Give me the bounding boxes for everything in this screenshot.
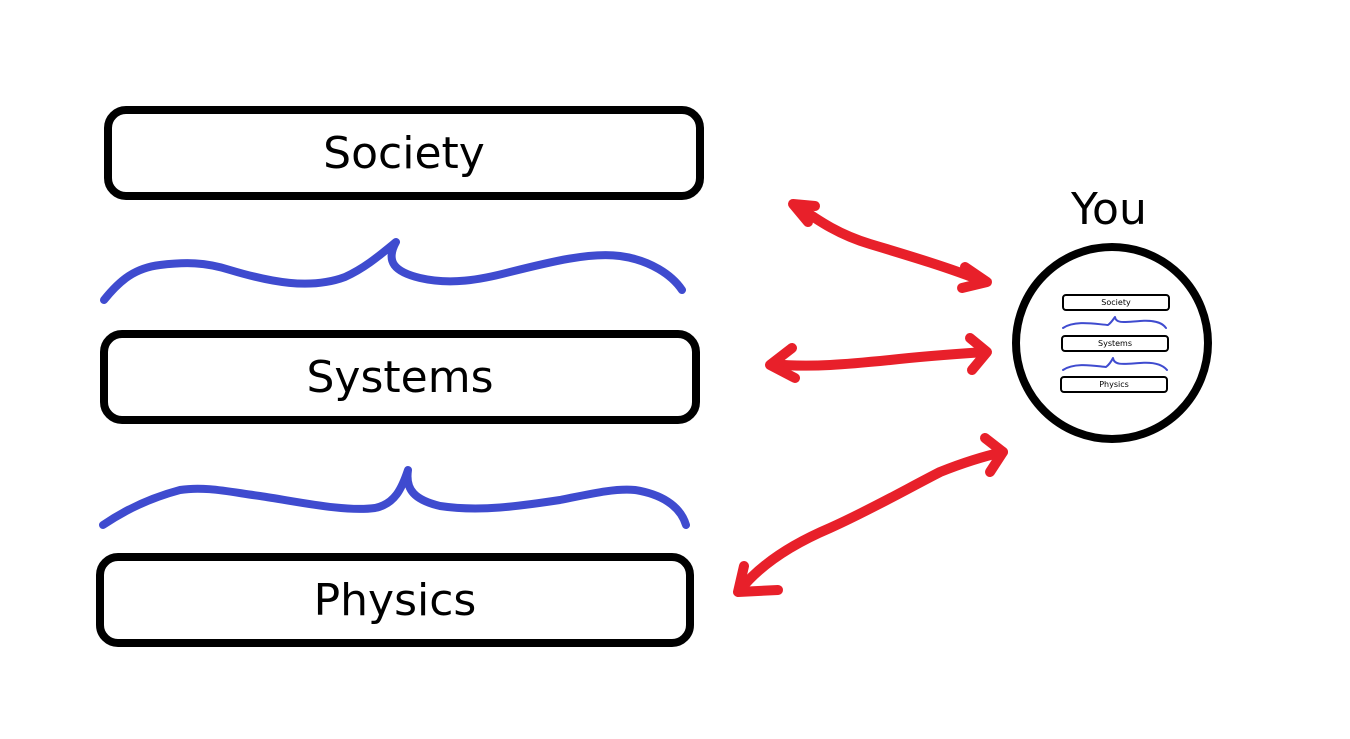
mini-systems-label: Systems [1098, 339, 1132, 348]
you-label: You [1071, 184, 1147, 235]
mini-society-label: Society [1101, 298, 1131, 307]
mini-brace-1 [1062, 316, 1167, 329]
mini-society-box: Society [1062, 294, 1170, 311]
systems-label: Systems [306, 351, 494, 403]
mini-physics-label: Physics [1099, 380, 1129, 389]
society-label: Society [323, 127, 485, 179]
physics-label: Physics [313, 574, 477, 626]
mini-physics-box: Physics [1060, 376, 1168, 393]
mini-systems-box: Systems [1061, 335, 1169, 352]
mini-brace-2 [1062, 357, 1168, 371]
brace-society-systems [100, 238, 686, 304]
arrow-society-you [788, 199, 992, 293]
arrow-systems-you [765, 333, 992, 383]
physics-box: Physics [96, 553, 694, 647]
arrow-physics-you [733, 433, 1008, 597]
systems-box: Systems [100, 330, 700, 424]
brace-systems-physics [99, 466, 690, 529]
you-circle [1012, 243, 1212, 443]
society-box: Society [104, 106, 704, 200]
